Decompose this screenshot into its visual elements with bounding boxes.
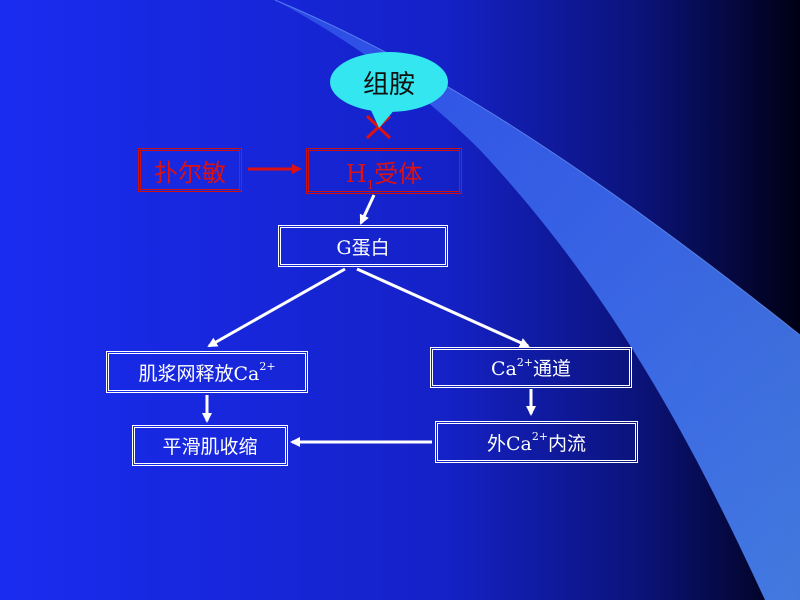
arrow-icon xyxy=(356,267,530,348)
antagonist-box: 扑尔敏 xyxy=(138,148,242,192)
sr-release-box: 肌浆网释放Ca2+ xyxy=(106,351,308,393)
decorative-swoosh xyxy=(275,0,800,600)
receptor-suffix: 受体 xyxy=(374,159,423,188)
ca-influx-prefix: 外Ca xyxy=(486,432,532,455)
ca-channel-suffix: 通道 xyxy=(533,358,572,380)
sr-release-label: 肌浆网释放Ca2+ xyxy=(138,359,275,386)
swoosh-edge xyxy=(274,0,800,336)
receptor-subscript: 1 xyxy=(366,178,375,193)
sr-release-superscript: 2+ xyxy=(259,360,276,374)
ca-channel-box: Ca2+通道 xyxy=(430,347,632,388)
ca-influx-suffix: 内流 xyxy=(548,432,587,455)
antagonist-label: 扑尔敏 xyxy=(154,158,226,187)
histamine-bubble: 组胺 xyxy=(330,52,448,112)
histamine-label: 组胺 xyxy=(362,69,415,100)
ca-influx-label: 外Ca2+内流 xyxy=(487,429,586,456)
arrow-icon xyxy=(359,194,376,225)
g-protein-box: G蛋白 xyxy=(278,225,448,267)
ca-influx-box: 外Ca2+内流 xyxy=(435,421,638,463)
receptor-label: H1受体 xyxy=(345,154,423,193)
arrow-icon xyxy=(207,267,346,348)
ca-channel-prefix: Ca xyxy=(490,358,517,380)
contraction-box: 平滑肌收缩 xyxy=(132,425,288,466)
receptor-prefix: H xyxy=(345,159,367,188)
sr-release-prefix: 肌浆网释放Ca xyxy=(138,362,260,385)
g-protein-label: G蛋白 xyxy=(336,236,390,259)
h1-receptor-box: H1受体 xyxy=(306,148,462,194)
ca-influx-superscript: 2+ xyxy=(531,430,549,444)
contraction-label: 平滑肌收缩 xyxy=(162,436,258,458)
ca-channel-superscript: 2+ xyxy=(516,355,534,369)
ca-channel-label: Ca2+通道 xyxy=(491,354,571,381)
